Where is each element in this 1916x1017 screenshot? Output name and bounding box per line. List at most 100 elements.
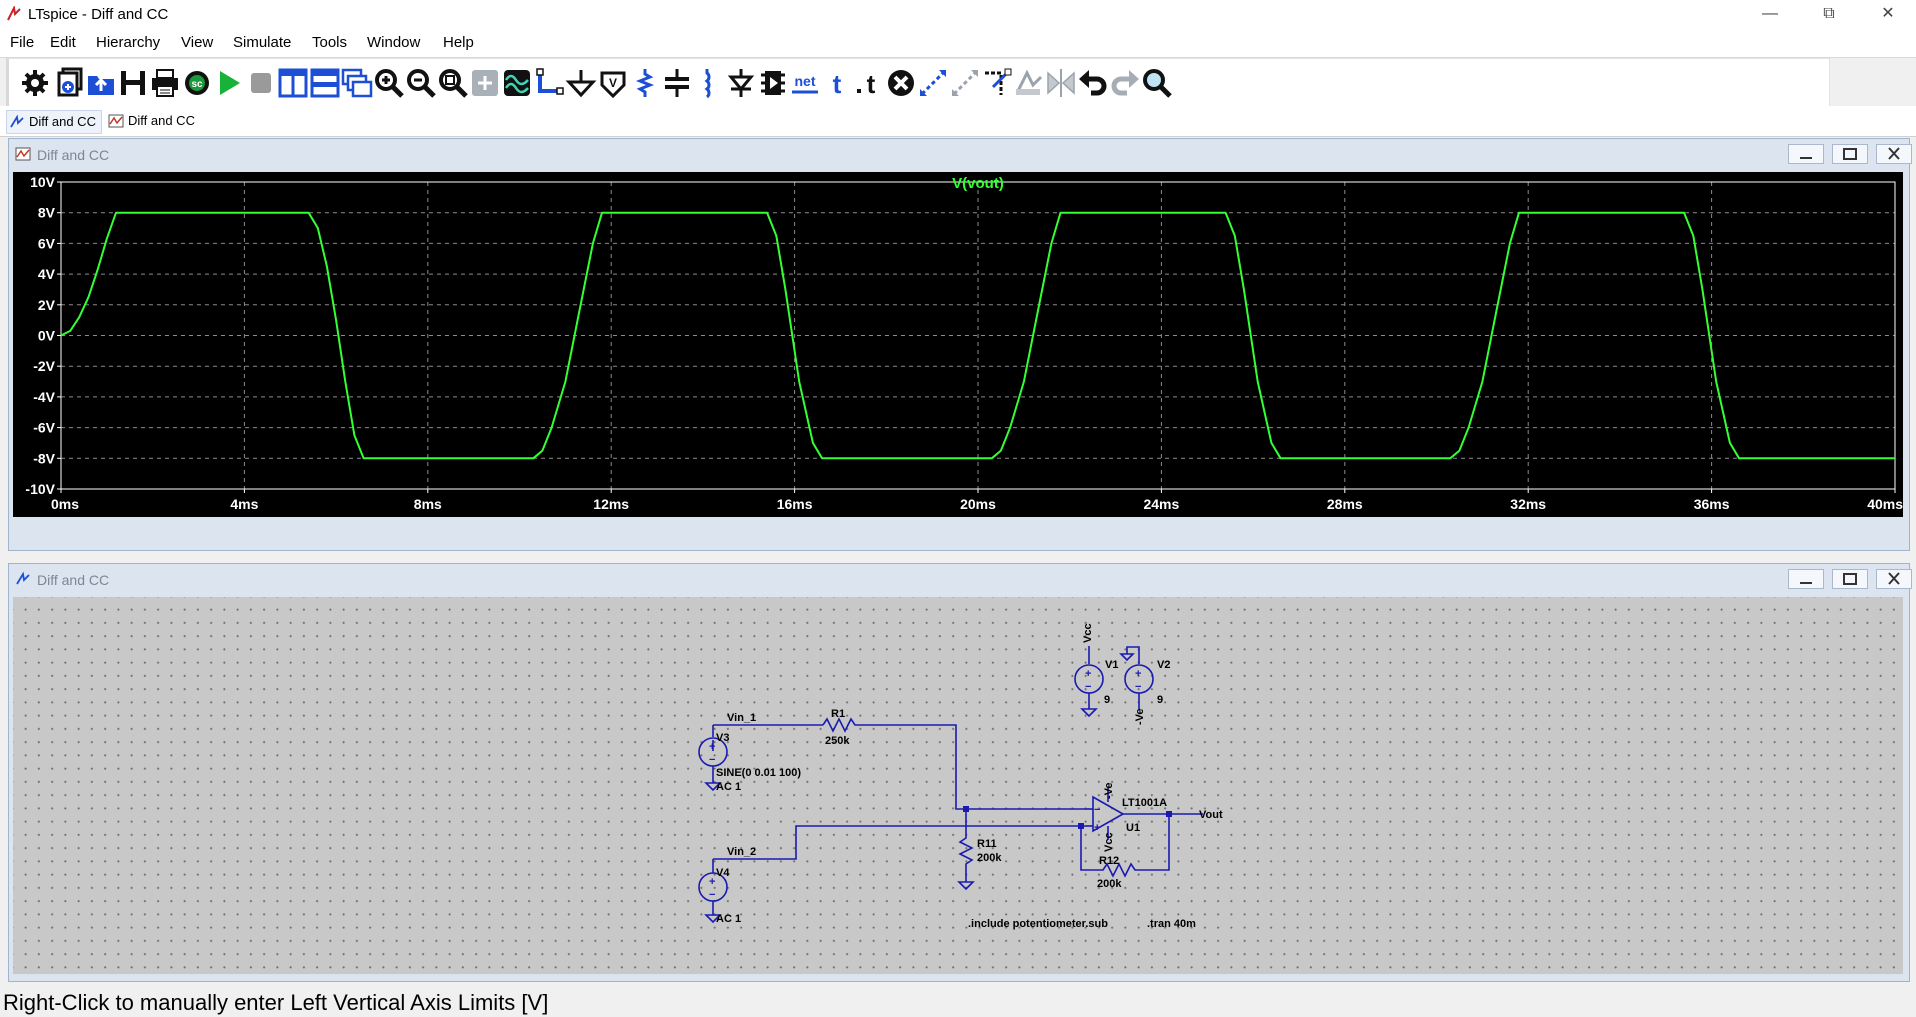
- svg-text:t: t: [867, 69, 876, 99]
- print-icon[interactable]: [149, 67, 181, 99]
- ground-icon[interactable]: [565, 67, 597, 99]
- y-tick-label[interactable]: 4V: [38, 266, 56, 282]
- minimize-button[interactable]: [1788, 144, 1824, 164]
- y-tick-label[interactable]: -10V: [25, 481, 55, 497]
- window-title: LTspice - Diff and CC: [28, 6, 169, 23]
- y-tick-label[interactable]: 8V: [38, 205, 56, 221]
- run-icon[interactable]: [213, 67, 245, 99]
- move-icon[interactable]: [949, 67, 981, 99]
- voltage-source-v1[interactable]: [1074, 646, 1104, 718]
- maximize-button[interactable]: [1832, 569, 1868, 589]
- y-tick-label[interactable]: -6V: [33, 420, 55, 436]
- menu-view[interactable]: View: [181, 34, 214, 51]
- tile-horizontal-icon[interactable]: [309, 67, 341, 99]
- capacitor-icon[interactable]: [661, 67, 693, 99]
- inductor-icon[interactable]: [693, 67, 725, 99]
- close-button[interactable]: ✕: [1881, 5, 1895, 22]
- x-tick-label: 8ms: [414, 496, 442, 512]
- y-tick-label[interactable]: 2V: [38, 297, 56, 313]
- resistor-r1[interactable]: [822, 717, 858, 733]
- maximize-button[interactable]: [1832, 144, 1868, 164]
- menu-tools[interactable]: Tools: [312, 34, 348, 51]
- draw-wire-icon[interactable]: [533, 67, 565, 99]
- halt-icon[interactable]: [245, 67, 277, 99]
- schematic-window: Diff and CC: [8, 563, 1912, 982]
- zoom-area-icon[interactable]: [469, 67, 501, 99]
- y-tick-label[interactable]: 6V: [38, 235, 56, 251]
- resistor-r11[interactable]: [957, 809, 975, 891]
- restore-button[interactable]: ⧉: [1823, 5, 1835, 22]
- menu-simulate[interactable]: Simulate: [233, 34, 292, 51]
- label-net-icon[interactable]: V: [597, 67, 629, 99]
- x-tick-label: 0ms: [51, 496, 79, 512]
- menu-hierarchy[interactable]: Hierarchy: [96, 34, 161, 51]
- v3-label: V3: [716, 732, 729, 744]
- spice-directive-icon[interactable]: t: [853, 67, 885, 99]
- menu-help[interactable]: Help: [443, 34, 474, 51]
- duplicate-icon[interactable]: [917, 67, 949, 99]
- drag-icon[interactable]: [981, 67, 1013, 99]
- resistor-r12[interactable]: [1080, 814, 1170, 878]
- tab-schematic[interactable]: Diff and CC: [6, 110, 102, 134]
- include-directive[interactable]: .include potentiometer.sub: [968, 918, 1108, 930]
- minus-sign: −: [709, 889, 715, 901]
- minimize-button[interactable]: [1788, 569, 1824, 589]
- menu-edit[interactable]: Edit: [50, 34, 76, 51]
- y-tick-label[interactable]: 10V: [30, 174, 56, 190]
- y-tick-label[interactable]: -4V: [33, 389, 55, 405]
- v2-value: 9: [1157, 694, 1163, 706]
- open-icon[interactable]: [85, 67, 117, 99]
- redo-icon[interactable]: [1109, 67, 1141, 99]
- tran-directive[interactable]: .tran 40m: [1147, 918, 1196, 930]
- trace-title[interactable]: V(vout): [952, 175, 1004, 192]
- minus-sign: −: [709, 754, 715, 766]
- setup-analysis-icon[interactable]: sc: [181, 67, 213, 99]
- y-tick-label[interactable]: -2V: [33, 358, 55, 374]
- svg-text:sc: sc: [191, 79, 203, 90]
- minimize-button[interactable]: —: [1762, 5, 1778, 22]
- find-icon[interactable]: [1141, 67, 1173, 99]
- rotate-icon[interactable]: [1013, 67, 1045, 99]
- voltage-source-v3[interactable]: [698, 725, 728, 792]
- delete-icon[interactable]: [885, 67, 917, 99]
- voltage-source-v4[interactable]: [698, 872, 728, 924]
- diode-icon[interactable]: [725, 67, 757, 99]
- undo-icon[interactable]: [1077, 67, 1109, 99]
- v1-value: 9: [1104, 694, 1110, 706]
- voltage-source-v2[interactable]: [1119, 646, 1154, 709]
- tab-waveform[interactable]: Diff and CC: [106, 110, 202, 132]
- wire-vin1[interactable]: [712, 724, 1085, 810]
- component-icon[interactable]: [757, 67, 789, 99]
- close-button[interactable]: [1876, 569, 1912, 589]
- circuit-diagram[interactable]: + − + − + − + − − + Vcc V1 9 V2 9 -Ve Vi…: [13, 597, 1903, 974]
- wire-vin2[interactable]: [712, 825, 1085, 873]
- y-tick-label[interactable]: 0V: [38, 328, 56, 344]
- save-icon[interactable]: [117, 67, 149, 99]
- waveform-window-titlebar: Diff and CC: [9, 139, 1912, 169]
- trace-vout[interactable]: [60, 211, 1895, 460]
- zoom-in-icon[interactable]: [373, 67, 405, 99]
- schematic-canvas[interactable]: + − + − + − + − − + Vcc V1 9 V2 9 -Ve Vi…: [13, 597, 1903, 974]
- zoom-fit-icon[interactable]: [437, 67, 469, 99]
- mirror-icon[interactable]: [1045, 67, 1077, 99]
- minimize-icon: [1800, 582, 1812, 584]
- autorange-icon[interactable]: [501, 67, 533, 99]
- close-button[interactable]: [1876, 144, 1912, 164]
- r12-value: 200k: [1097, 878, 1122, 890]
- cascade-icon[interactable]: [341, 67, 373, 99]
- junction-dot: [963, 806, 969, 812]
- menu-file[interactable]: File: [10, 34, 35, 51]
- resistor-icon[interactable]: [629, 67, 661, 99]
- y-tick-label[interactable]: -8V: [33, 450, 55, 466]
- menu-window[interactable]: Window: [367, 34, 421, 51]
- text-icon[interactable]: t: [821, 67, 853, 99]
- zoom-out-icon[interactable]: [405, 67, 437, 99]
- plus-sign: +: [1135, 668, 1141, 680]
- control-panel-icon[interactable]: [19, 67, 51, 99]
- netlist-icon[interactable]: net: [789, 67, 821, 99]
- tile-vertical-icon[interactable]: [277, 67, 309, 99]
- opamp-u1[interactable]: [1085, 788, 1203, 840]
- new-schematic-icon[interactable]: [53, 67, 85, 99]
